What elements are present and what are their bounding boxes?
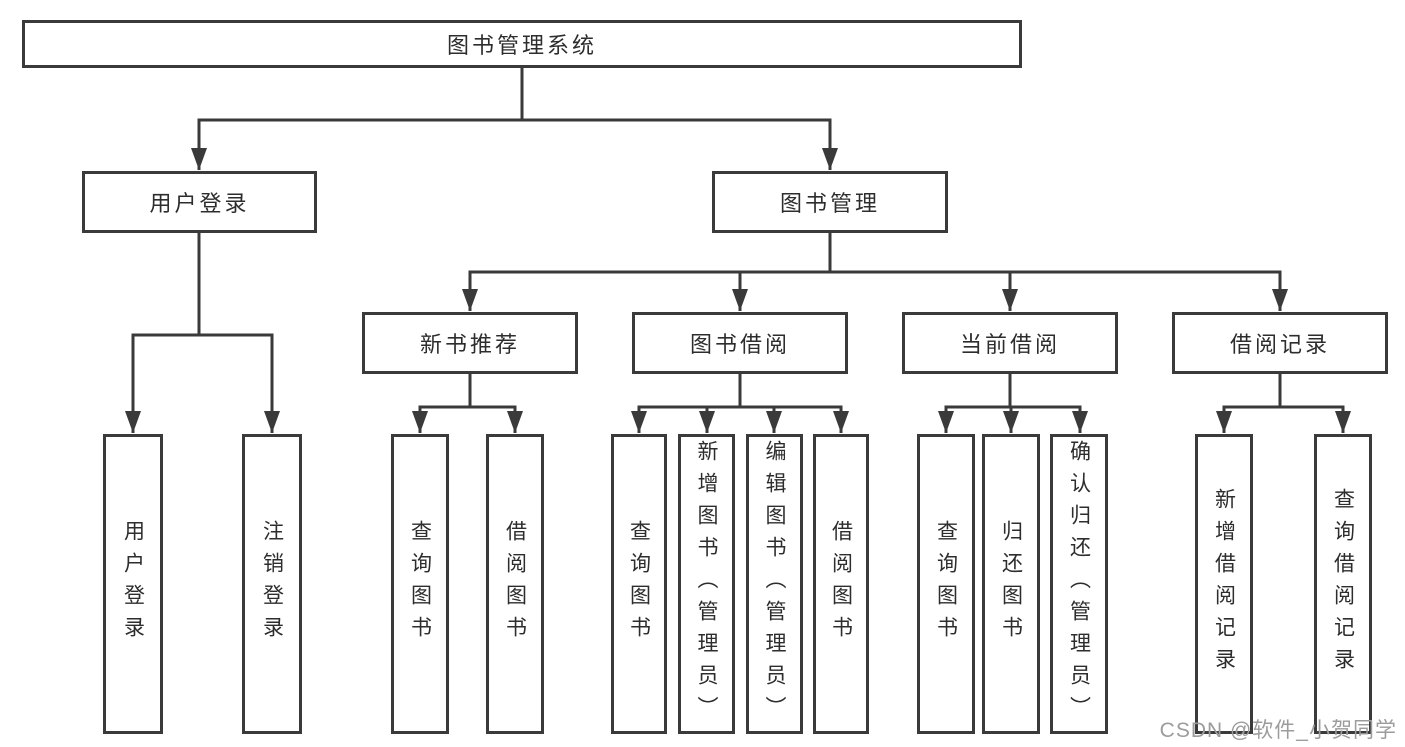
leaf-add-book-admin-label: 新增图书（管理员）: [695, 440, 718, 728]
node-book-management: 图书管理: [712, 171, 948, 233]
node-user-login: 用户登录: [82, 171, 317, 233]
csdn-watermark: CSDN @软件_小贺同学: [1159, 719, 1397, 742]
leaf-edit-book-admin: 编辑图书（管理员）: [746, 434, 803, 734]
leaf-query-books-2-label: 查询图书: [627, 520, 651, 648]
leaf-edit-book-admin-label: 编辑图书（管理员）: [763, 440, 786, 728]
node-library-management-system: 图书管理系统: [22, 20, 1022, 68]
node-book-borrow: 图书借阅: [632, 312, 848, 374]
leaf-logout-label: 注销登录: [260, 520, 284, 648]
leaf-borrow-books-1-label: 借阅图书: [503, 520, 527, 648]
leaf-borrow-books-2: 借阅图书: [813, 434, 869, 734]
leaf-add-book-admin: 新增图书（管理员）: [678, 434, 735, 734]
leaf-return-books: 归还图书: [982, 434, 1040, 734]
leaf-return-books-label: 归还图书: [999, 520, 1023, 648]
leaf-query-books-3: 查询图书: [917, 434, 975, 734]
leaf-query-borrow-record-label: 查询借阅记录: [1331, 488, 1355, 680]
leaf-add-borrow-record: 新增借阅记录: [1195, 434, 1253, 734]
leaf-borrow-books-1: 借阅图书: [486, 434, 544, 734]
leaf-user-login: 用户登录: [103, 434, 163, 734]
leaf-query-borrow-record: 查询借阅记录: [1314, 434, 1372, 734]
leaf-user-login-label: 用户登录: [121, 520, 145, 648]
leaf-query-books-3-label: 查询图书: [934, 520, 958, 648]
leaf-borrow-books-2-label: 借阅图书: [829, 520, 853, 648]
node-current-borrow: 当前借阅: [902, 312, 1118, 374]
leaf-query-books-1-label: 查询图书: [408, 520, 432, 648]
leaf-confirm-return-admin-label: 确认归还（管理员）: [1067, 440, 1091, 728]
node-borrow-records: 借阅记录: [1172, 312, 1388, 374]
leaf-query-books-2: 查询图书: [611, 434, 667, 734]
node-new-book-recommend: 新书推荐: [362, 312, 578, 374]
leaf-add-borrow-record-label: 新增借阅记录: [1212, 488, 1236, 680]
leaf-confirm-return-admin: 确认归还（管理员）: [1050, 434, 1108, 734]
leaf-logout: 注销登录: [242, 434, 302, 734]
leaf-query-books-1: 查询图书: [391, 434, 449, 734]
